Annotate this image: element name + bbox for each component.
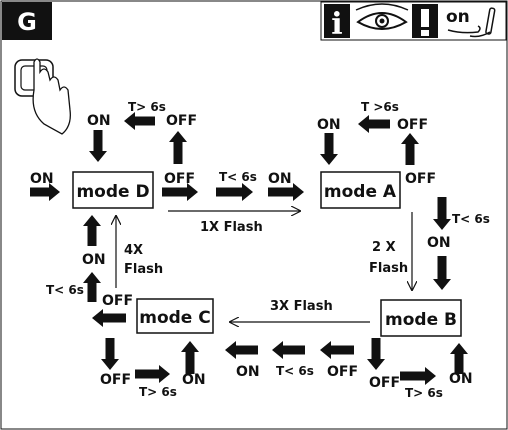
mode-c-label: mode C bbox=[139, 308, 211, 328]
c-bottom-down-arrow bbox=[101, 338, 119, 370]
b-left-off-label: OFF bbox=[327, 364, 358, 380]
flash-4x-label-1: 4X bbox=[124, 243, 143, 258]
info-icon: i bbox=[324, 4, 350, 42]
transition-arrows bbox=[30, 112, 468, 385]
on-label: on bbox=[446, 7, 470, 27]
d-top-on-label: ON bbox=[87, 113, 111, 129]
d-right-off-label: OFF bbox=[164, 171, 195, 187]
b-bottom-off-label: OFF bbox=[369, 375, 400, 391]
b-left-on-label: ON bbox=[236, 364, 260, 380]
c-left-on-label: ON bbox=[82, 252, 106, 268]
c-bottom-on-label: ON bbox=[182, 372, 206, 388]
c-bottom-time-label: T> 6s bbox=[139, 385, 177, 399]
d-right-arrow-1 bbox=[162, 183, 198, 201]
mode-b-box: mode B bbox=[380, 299, 462, 337]
flash-2x-label-2: Flash bbox=[369, 261, 408, 276]
c-left-up-arrow-2 bbox=[83, 215, 101, 246]
d-top-up-arrow bbox=[169, 131, 187, 164]
b-bottom-up-arrow bbox=[450, 343, 468, 374]
d-top-off-label: OFF bbox=[166, 113, 197, 129]
mode-d-box: mode D bbox=[72, 171, 154, 209]
flash-3x-label: 3X Flash bbox=[270, 299, 333, 314]
svg-text:i: i bbox=[331, 7, 342, 42]
mode-a-box: mode A bbox=[320, 171, 401, 209]
a-top-off-label: OFF bbox=[397, 117, 428, 133]
c-bottom-off-label: OFF bbox=[100, 372, 131, 388]
section-badge: G bbox=[2, 2, 52, 40]
eye-icon bbox=[355, 3, 409, 30]
a-right-off-label: OFF bbox=[405, 171, 436, 187]
b-bottom-down-arrow bbox=[367, 338, 385, 370]
hand-switch-icon bbox=[447, 7, 496, 38]
a-top-time-label: T >6s bbox=[361, 100, 399, 114]
c-left-arrow bbox=[92, 309, 126, 327]
d-top-time-label: T> 6s bbox=[128, 100, 166, 114]
b-bottom-right-arrow bbox=[400, 367, 436, 385]
mode-b-label: mode B bbox=[385, 310, 457, 330]
b-left-arrow-1 bbox=[320, 341, 354, 359]
d-top-down-arrow bbox=[89, 130, 107, 162]
labels: ON ON T> 6s OFF OFF T< 6s ON 1X Flash ON… bbox=[30, 100, 490, 400]
entry-on-label: ON bbox=[30, 171, 54, 187]
mode-c-box: mode C bbox=[136, 298, 214, 334]
touch-button-icon bbox=[14, 58, 71, 135]
section-badge-letter: G bbox=[17, 8, 37, 36]
info-panel: i on bbox=[320, 1, 507, 42]
mode-a-label: mode A bbox=[324, 182, 397, 202]
warning-icon bbox=[412, 4, 438, 38]
flash-4x-label-2: Flash bbox=[124, 262, 163, 277]
d-top-left-arrow bbox=[124, 112, 155, 130]
b-bottom-time-label: T> 6s bbox=[405, 386, 443, 400]
mode-d-label: mode D bbox=[76, 182, 149, 202]
a-top-up-arrow bbox=[401, 133, 419, 165]
c-left-off-label: OFF bbox=[102, 293, 133, 309]
b-left-arrow-2 bbox=[272, 341, 305, 359]
c-bottom-right-arrow bbox=[135, 365, 170, 383]
flash-2x-label-1: 2 X bbox=[372, 240, 396, 255]
a-top-on-label: ON bbox=[317, 117, 341, 133]
c-left-up-arrow-1 bbox=[83, 272, 101, 302]
entry-arrow bbox=[30, 183, 60, 201]
b-left-time-label: T< 6s bbox=[276, 364, 314, 378]
a-right-on-label: ON bbox=[427, 235, 451, 251]
c-bottom-up-arrow bbox=[181, 341, 199, 374]
b-left-arrow-3 bbox=[225, 341, 258, 359]
d-right-arrow-2 bbox=[216, 183, 253, 201]
d-right-time-label: T< 6s bbox=[219, 170, 257, 184]
d-right-on-label: ON bbox=[268, 171, 292, 187]
a-top-down-arrow bbox=[320, 133, 338, 165]
c-left-time-label: T< 6s bbox=[46, 283, 84, 297]
flash-1x-label: 1X Flash bbox=[200, 220, 263, 235]
d-right-arrow-3 bbox=[268, 183, 304, 201]
a-right-time-label: T< 6s bbox=[452, 212, 490, 226]
a-right-down-arrow-2 bbox=[433, 256, 451, 290]
a-top-left-arrow bbox=[358, 115, 390, 133]
a-right-down-arrow-1 bbox=[433, 197, 451, 230]
b-bottom-on-label: ON bbox=[449, 371, 473, 387]
